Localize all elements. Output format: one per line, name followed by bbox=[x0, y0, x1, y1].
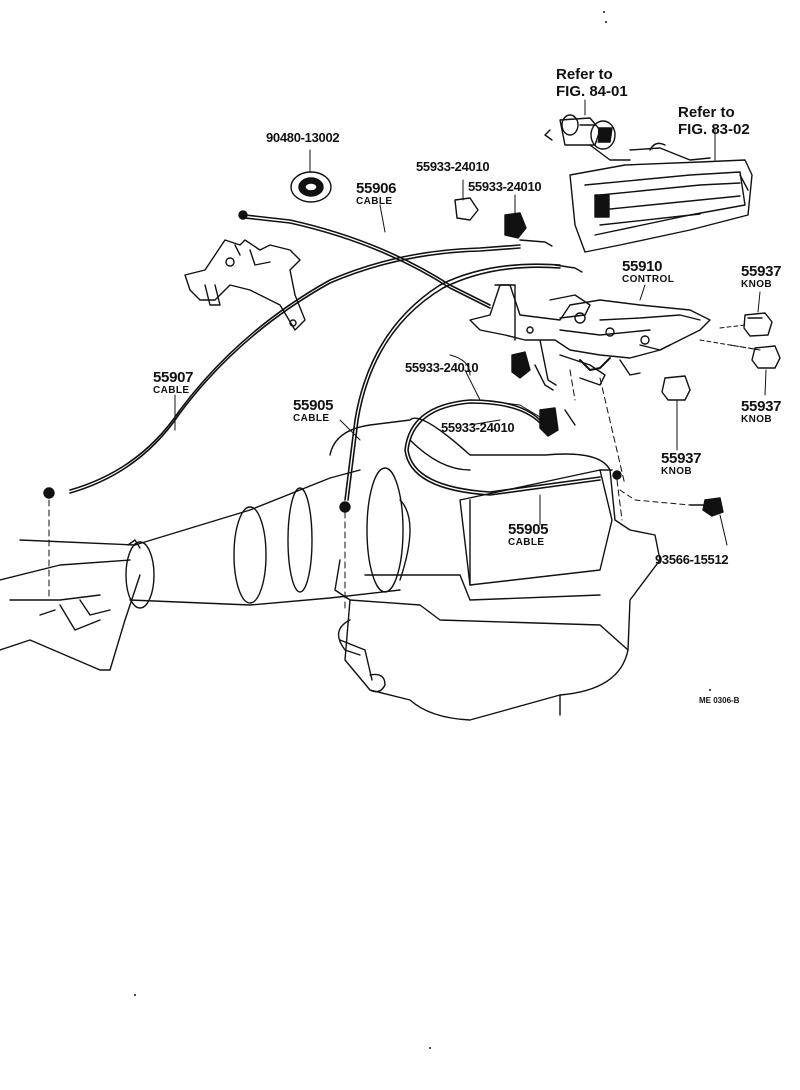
screw bbox=[619, 489, 728, 546]
drawing-code: ME 0306-B bbox=[699, 696, 740, 705]
part-number: 55905 bbox=[293, 397, 334, 414]
cables bbox=[69, 214, 601, 501]
mounting-bracket bbox=[184, 239, 306, 331]
cable-clips bbox=[454, 197, 559, 437]
part-number: 55933-24010 bbox=[441, 420, 515, 435]
grommet bbox=[290, 149, 332, 203]
knobs bbox=[661, 312, 781, 401]
part-number: 55910 bbox=[622, 258, 663, 275]
heater-housing bbox=[329, 417, 661, 721]
part-number: 93566-15512 bbox=[655, 552, 729, 567]
reference-line-2: FIG. 83-02 bbox=[678, 121, 750, 138]
part-number: 55933-24010 bbox=[416, 159, 490, 174]
air-duct bbox=[0, 467, 411, 671]
part-number: 55906 bbox=[356, 180, 397, 197]
leader-lines bbox=[174, 179, 767, 526]
callout-55933-24010-mid-1: 55933-24010 bbox=[405, 360, 479, 375]
part-name: CABLE bbox=[293, 413, 330, 424]
part-number: 55907 bbox=[153, 369, 194, 386]
part-name: KNOB bbox=[741, 279, 773, 290]
part-name: KNOB bbox=[661, 466, 693, 477]
callout-55933-24010-top-1: 55933-24010 bbox=[416, 159, 490, 174]
callout-55910-control: 55910 CONTROL bbox=[622, 259, 674, 285]
callout-55933-24010-mid-2: 55933-24010 bbox=[441, 420, 515, 435]
reference-fig-84-01: Refer to FIG. 84-01 bbox=[556, 66, 628, 100]
alignment-lines bbox=[48, 344, 761, 611]
part-name: CABLE bbox=[153, 385, 190, 396]
callout-55937-knob-a: 55937 KNOB bbox=[741, 263, 782, 290]
part-number: 55937 bbox=[741, 263, 782, 280]
reference-fig-83-02: Refer to FIG. 83-02 bbox=[678, 104, 750, 138]
part-name: CABLE bbox=[356, 196, 393, 207]
part-number: 55937 bbox=[661, 450, 702, 467]
cable-ends bbox=[43, 210, 622, 513]
callout-90480-13002: 90480-13002 bbox=[266, 130, 340, 145]
callout-93566-15512: 93566-15512 bbox=[655, 552, 729, 567]
callout-55905-cable-right: 55905 CABLE bbox=[508, 521, 549, 548]
reference-line-2: FIG. 84-01 bbox=[556, 83, 628, 100]
part-name: KNOB bbox=[741, 414, 773, 425]
part-name: CABLE bbox=[508, 537, 545, 548]
callout-55906-cable: 55906 CABLE bbox=[356, 180, 397, 207]
part-name: CONTROL bbox=[622, 274, 675, 285]
reference-line-1: Refer to bbox=[678, 104, 735, 121]
part-number: 55933-24010 bbox=[468, 179, 542, 194]
part-number: 55933-24010 bbox=[405, 360, 479, 375]
callout-55937-knob-c: 55937 KNOB bbox=[661, 450, 702, 477]
part-number: 90480-13002 bbox=[266, 130, 340, 145]
scan-specks bbox=[134, 11, 711, 1049]
callout-55905-cable-left: 55905 CABLE bbox=[293, 397, 334, 424]
callout-55937-knob-b: 55937 KNOB bbox=[741, 398, 782, 425]
reference-line-1: Refer to bbox=[556, 66, 613, 83]
callout-55933-24010-top-2: 55933-24010 bbox=[468, 179, 542, 194]
part-number: 55905 bbox=[508, 521, 549, 538]
callout-55907-cable: 55907 CABLE bbox=[153, 369, 194, 396]
control-panel bbox=[569, 127, 753, 253]
blower-switch bbox=[544, 99, 631, 161]
part-number: 55937 bbox=[741, 398, 782, 415]
control-assembly bbox=[469, 284, 711, 426]
